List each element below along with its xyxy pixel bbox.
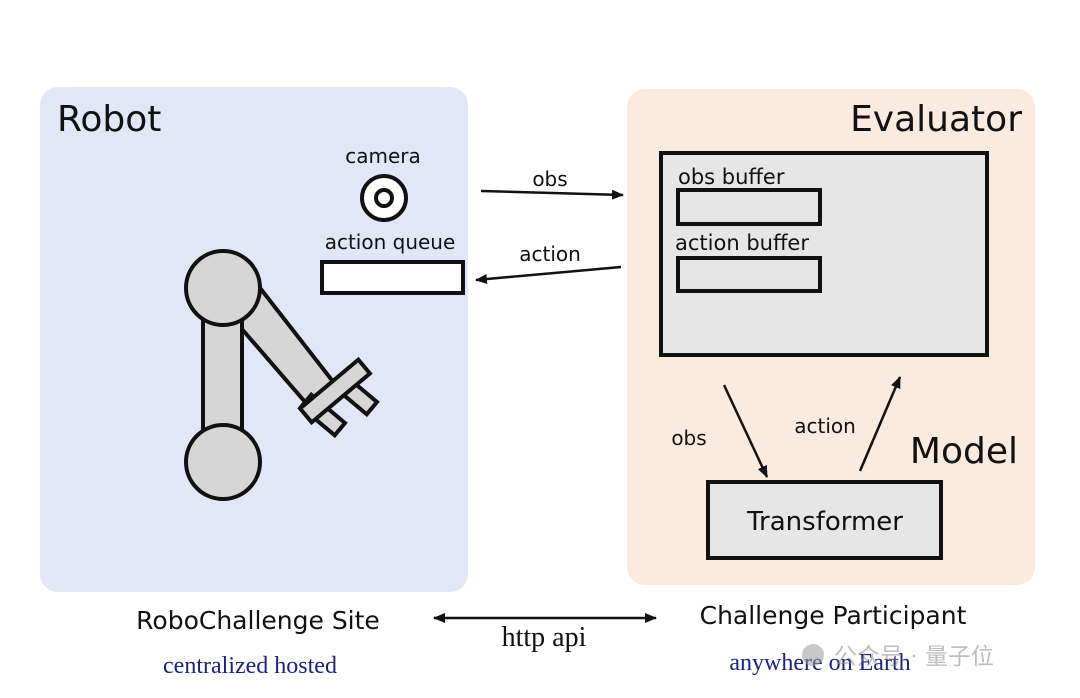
http-api-label: http api [502,622,587,653]
action-queue-label: action queue [325,230,456,254]
obs-arrow [480,189,624,200]
obs-buffer-label: obs buffer [678,165,785,189]
evaluator-title: Evaluator [850,99,1022,140]
action-arrow-label: action [519,242,581,266]
left-footer-subtitle: centralized hosted [163,653,337,679]
action-from-transformer-label: action [794,414,856,438]
transformer-label: Transformer [746,507,903,537]
obs-to-transformer-label: obs [671,426,706,450]
right-footer-title: Challenge Participant [700,601,967,630]
camera-label: camera [345,144,421,168]
buffers-container [659,151,989,357]
left-footer-title: RoboChallenge Site [136,606,380,635]
transformer-box [706,480,943,560]
wechat-icon [802,644,824,666]
action-buffer-label: action buffer [675,231,809,255]
watermark: 公众号 · 量子位 [802,644,994,670]
action-queue-box [320,260,465,295]
action-from-transformer-arrow [858,376,902,472]
obs-arrow-label: obs [532,167,567,191]
watermark-text: 公众号 · 量子位 [834,644,994,670]
camera-icon [360,174,408,222]
obs-to-transformer-arrow [722,384,769,478]
model-label: Model [910,431,1018,472]
obs-buffer-box [676,188,822,226]
robot-title: Robot [57,99,161,140]
robot-arm-icon [184,249,380,501]
action-buffer-box [676,256,822,293]
action-arrow [475,265,622,284]
